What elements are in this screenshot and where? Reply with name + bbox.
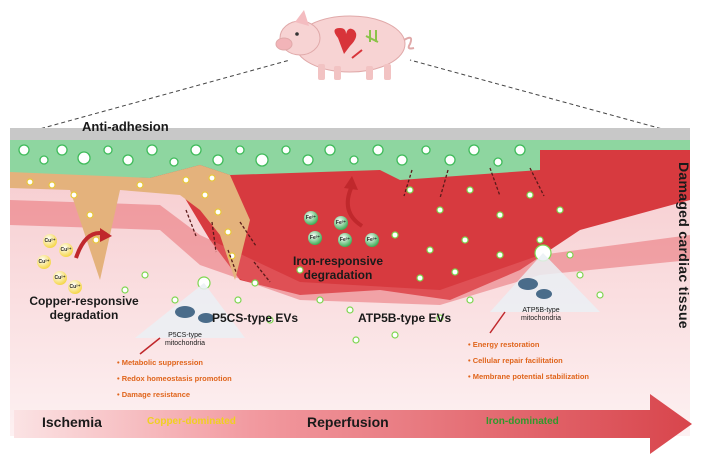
iron-ion-label: Fe³⁺ <box>309 235 321 241</box>
copper-dominated-label: Copper-dominated <box>147 416 236 427</box>
atp5b-effect-item: Membrane potential stabilization <box>468 369 589 385</box>
damaged-tissue-label: Damaged cardiac tissue <box>676 162 692 329</box>
reperfusion-label: Reperfusion <box>307 414 389 430</box>
atp5b-effect-item: Cellular repair facilitation <box>468 353 589 369</box>
copper-degradation-label: Copper-responsive degradation <box>29 294 139 322</box>
copper-ion-label: Cu²⁺ <box>44 238 56 244</box>
iron-dominated-label: Iron-dominated <box>486 416 559 427</box>
iron-ions <box>304 211 379 247</box>
copper-ion-label: Cu²⁺ <box>60 247 72 253</box>
p5cs-evs-label: P5CS-type EVs <box>212 311 299 325</box>
zoom-line-right <box>409 59 689 137</box>
copper-ion-label: Cu²⁺ <box>69 284 81 290</box>
copper-layer <box>10 165 250 280</box>
anti-adhesion-label: Anti-adhesion <box>82 119 169 134</box>
atp5b-mito-label: ATP5B-type mitochondria <box>520 307 562 322</box>
iron-degradation-label: Iron-responsive degradation <box>292 254 384 282</box>
iron-ion-label: Fe³⁺ <box>366 237 378 243</box>
atp5b-effects-list: Energy restoration Cellular repair facil… <box>468 337 589 385</box>
patch-top-band <box>10 128 690 140</box>
migration-arrows <box>185 167 545 283</box>
ischemia-label: Ischemia <box>42 414 102 430</box>
atp5b-cone <box>490 253 600 312</box>
patch-beads <box>18 144 526 167</box>
p5cs-effect-item: Metabolic suppression <box>117 355 232 371</box>
copper-ions <box>37 234 82 294</box>
copper-ion-label: Cu²⁺ <box>54 275 66 281</box>
copper-ion-label: Cu²⁺ <box>38 259 50 265</box>
iron-ion-label: Fe³⁺ <box>305 215 317 221</box>
mitochondria-icons <box>175 278 552 323</box>
iron-ion-label: Fe³⁺ <box>339 237 351 243</box>
p5cs-mito-label: P5CS-type mitochondria <box>164 332 206 347</box>
p5cs-pointer <box>139 337 161 355</box>
iron-ion-label: Fe³⁺ <box>335 220 347 226</box>
p5cs-effect-item: Redox homeostasis promotion <box>117 371 232 387</box>
copper-beads <box>26 174 236 260</box>
atp5b-evs-label: ATP5B-type EVs <box>358 311 452 325</box>
p5cs-effect-item: Damage resistance <box>117 387 232 403</box>
iron-curve-arrow <box>345 185 364 228</box>
pig-illustration <box>275 10 415 80</box>
p5cs-effects-list: Metabolic suppression Redox homeostasis … <box>117 355 232 403</box>
atp5b-effect-item: Energy restoration <box>468 337 589 353</box>
zoom-line-left <box>13 59 291 137</box>
timeline-bar <box>14 394 692 454</box>
atp5b-pointer <box>489 311 506 334</box>
ev-particles <box>121 186 604 344</box>
